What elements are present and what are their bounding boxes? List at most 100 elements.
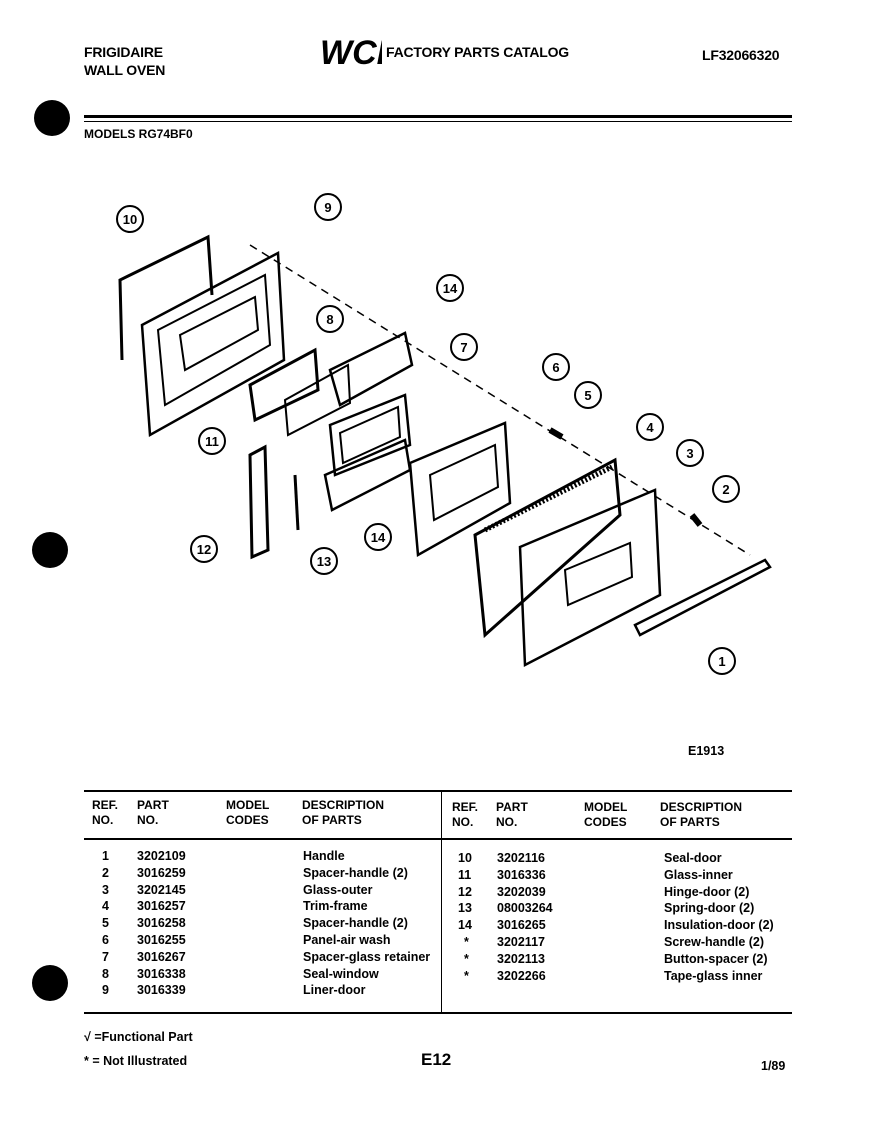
trim-frame-part <box>473 457 622 639</box>
right-description: Screw-handle (2) <box>664 934 765 949</box>
left-part-no: 3016259 <box>137 865 186 880</box>
callout-3: 3 <box>676 439 704 467</box>
left-ref: 7 <box>102 949 109 964</box>
right-part-column: 3202116 3016336 3202039 08003264 3016265… <box>497 850 553 984</box>
left-description: Glass-outer <box>303 882 373 897</box>
liner-door-part <box>140 250 286 438</box>
callout-8: 8 <box>316 305 344 333</box>
right-description: Glass-inner <box>664 867 733 882</box>
right-ref: * <box>464 951 469 966</box>
left-part-column: 3202109 3016259 3202145 3016257 3016258 … <box>137 848 186 999</box>
punch-hole-bottom <box>32 965 68 1001</box>
brand-line-2: WALL OVEN <box>84 62 166 78</box>
table-center-divider <box>441 790 442 1012</box>
left-ref: 6 <box>102 932 109 947</box>
spring-door-part <box>293 474 300 531</box>
left-part-no: 3016257 <box>137 899 186 914</box>
right-part-no: 3202116 <box>497 851 545 865</box>
wci-logo: WCI <box>318 34 388 72</box>
catalog-title: FACTORY PARTS CATALOG <box>386 44 569 60</box>
callout-2: 2 <box>712 475 740 503</box>
right-part-no: 3016336 <box>497 867 546 882</box>
callout-13: 13 <box>310 547 338 575</box>
right-ref: 11 <box>458 867 472 882</box>
spacer-handle-small-part <box>689 513 703 527</box>
punch-hole-top <box>34 100 70 136</box>
right-part-no: 3202266 <box>497 968 546 983</box>
header-model-codes-right: MODEL CODES <box>584 800 628 829</box>
catalog-number: LF32066320 <box>702 47 780 63</box>
left-description: Spacer-handle (2) <box>303 916 408 931</box>
left-ref: 8 <box>102 966 109 981</box>
callout-14-lower: 14 <box>364 523 392 551</box>
right-description: Seal-door <box>664 851 722 865</box>
left-ref: 5 <box>102 916 109 931</box>
panel-air-wash-part <box>408 421 512 558</box>
exploded-parts-diagram: 10 9 14 8 7 6 5 4 3 2 1 11 12 13 14 <box>100 185 800 695</box>
right-description-column: Seal-door Glass-inner Hinge-door (2) Spr… <box>664 850 774 984</box>
header-description-right: DESCRIPTION OF PARTS <box>660 800 743 829</box>
left-ref: 1 <box>102 849 109 863</box>
right-part-no: 3202117 <box>497 934 545 949</box>
page-code: E12 <box>421 1050 452 1069</box>
spacer-glass-retainer-part <box>328 393 412 477</box>
header-rule-thin <box>84 121 792 122</box>
left-ref: 4 <box>102 899 109 914</box>
left-ref-column: 1 2 3 4 5 6 7 8 9 <box>102 848 109 999</box>
glass-inner-part <box>283 363 352 437</box>
hinge-door-part <box>248 444 270 560</box>
brand-line-1: FRIGIDAIRE <box>84 44 163 60</box>
diagram-code: E1913 <box>688 744 725 758</box>
right-ref: 13 <box>458 901 472 916</box>
left-description: Liner-door <box>303 983 366 998</box>
left-description: Panel-air wash <box>303 932 391 947</box>
left-part-no: 3016267 <box>137 949 186 964</box>
right-ref: 10 <box>458 851 472 865</box>
wci-logo-text: WCI <box>320 34 382 68</box>
callout-4: 4 <box>636 413 664 441</box>
left-part-no: 3016255 <box>137 932 186 947</box>
left-part-no: 3202145 <box>137 882 186 897</box>
right-ref: 14 <box>458 918 472 933</box>
left-part-no: 3016339 <box>137 983 186 998</box>
functional-part-note: √ =Functional Part <box>84 1030 193 1044</box>
header-ref-no-left: REF. NO. <box>92 798 119 827</box>
left-ref: 3 <box>102 882 109 897</box>
left-description: Trim-frame <box>303 899 368 914</box>
header-part-no-left: PART NO. <box>137 798 169 827</box>
right-ref: * <box>464 934 469 949</box>
left-part-no: 3016258 <box>137 916 186 931</box>
callout-11: 11 <box>198 427 226 455</box>
callout-1: 1 <box>708 647 736 675</box>
right-ref-column: 10 11 12 13 14 * * * <box>458 850 472 984</box>
right-description: Insulation-door (2) <box>664 918 774 933</box>
callout-12: 12 <box>190 535 218 563</box>
callout-5: 5 <box>574 381 602 409</box>
left-description-column: Handle Spacer-handle (2) Glass-outer Tri… <box>303 848 430 999</box>
header-rule-thick <box>84 115 792 118</box>
left-ref: 2 <box>102 865 109 880</box>
assembly-axis-line <box>249 244 751 556</box>
left-description: Seal-window <box>303 966 379 981</box>
insulation-upper-part <box>328 331 414 407</box>
header-ref-no-right: REF. NO. <box>452 800 479 829</box>
callout-9: 9 <box>314 193 342 221</box>
left-ref: 9 <box>102 983 109 998</box>
table-top-rule <box>84 790 792 792</box>
glass-outer-part <box>518 488 662 668</box>
left-description: Handle <box>303 849 345 863</box>
right-ref: 12 <box>458 884 472 899</box>
right-description: Hinge-door (2) <box>664 884 750 899</box>
right-description: Spring-door (2) <box>664 901 755 916</box>
right-part-no: 3202113 <box>497 951 545 966</box>
not-illustrated-note: * = Not Illustrated <box>84 1054 188 1068</box>
seal-window-part <box>248 347 320 423</box>
callout-14-upper: 14 <box>436 274 464 302</box>
right-description: Tape-glass inner <box>664 968 763 983</box>
punch-hole-middle <box>32 532 68 568</box>
left-part-no: 3016338 <box>137 966 186 981</box>
spacer-handle-part <box>548 427 564 440</box>
seal-door-part <box>118 234 214 361</box>
left-description: Spacer-handle (2) <box>303 865 408 880</box>
callout-10: 10 <box>116 205 144 233</box>
